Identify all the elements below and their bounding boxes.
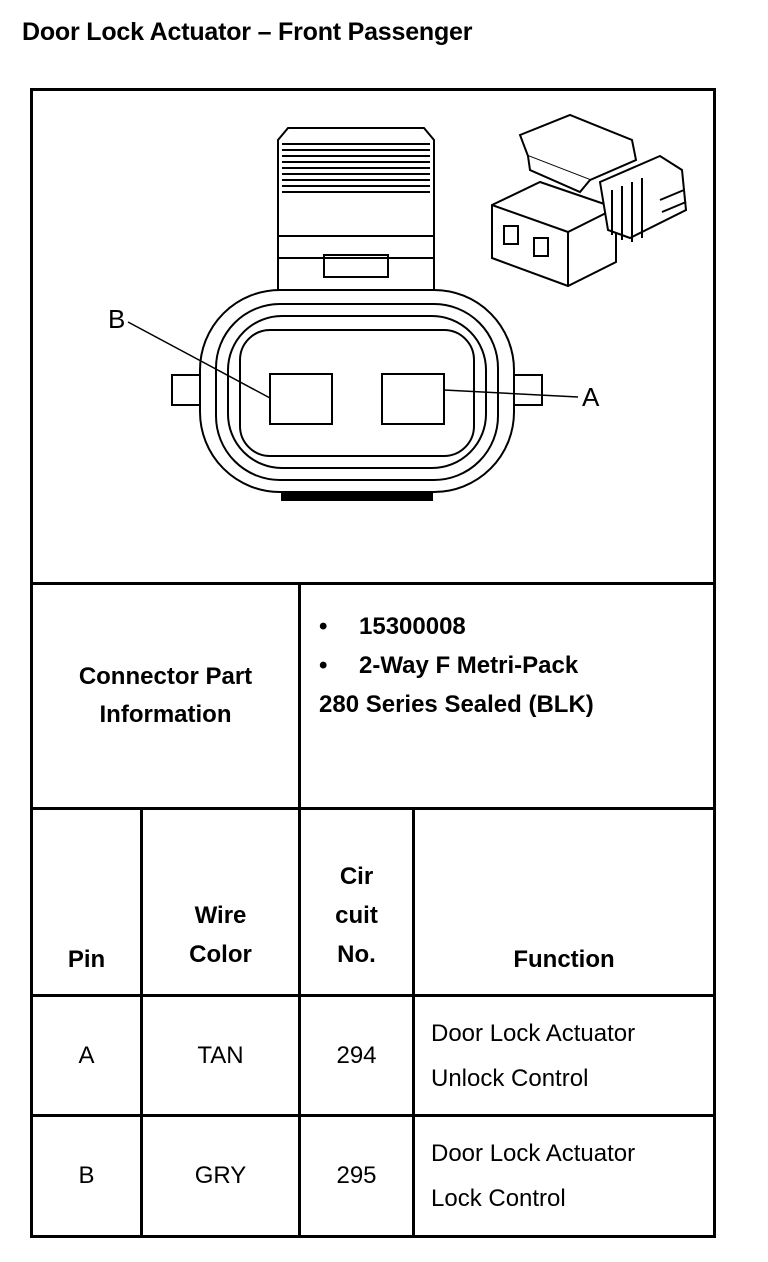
vertical-divider-3: [412, 807, 415, 1238]
divider-diagram: [30, 582, 716, 585]
vertical-divider-1: [298, 582, 301, 1238]
row-a-pin: A: [33, 997, 140, 1114]
table-cell: TAN: [197, 1041, 244, 1069]
row-a-wire-color: TAN: [143, 997, 298, 1114]
page-title: Door Lock Actuator – Front Passenger: [22, 18, 473, 46]
header-circuit-no: Cir cuit No.: [301, 810, 412, 994]
connector-diagram: B A: [108, 113, 688, 501]
table-cell: A: [78, 1041, 95, 1069]
header-wire-line1: Wire: [194, 902, 247, 929]
bullet-icon: •: [319, 652, 328, 679]
pin-label-a: A: [582, 382, 600, 412]
part-number: 15300008: [359, 613, 466, 640]
table-cell: 294: [336, 1041, 377, 1069]
connector-info-label-line1: Connector Part: [78, 663, 253, 690]
terminal-cavity-a: [381, 373, 445, 425]
connector-type: 2-Way F Metri-Pack: [359, 652, 579, 679]
divider-header: [30, 994, 716, 997]
table-cell: Door Lock Actuator: [431, 1140, 636, 1167]
row-a-circuit: 294: [301, 997, 412, 1114]
header-pin-label: Pin: [67, 946, 106, 973]
header-pin: Pin: [33, 810, 140, 994]
row-a-function: Door Lock Actuator Unlock Control: [415, 997, 713, 1114]
bullet-item: • 2-Way F Metri-Pack: [319, 646, 713, 685]
table-cell: Door Lock Actuator: [431, 1019, 636, 1047]
connector-housing-outer: [199, 289, 515, 493]
latch-tab: [277, 127, 435, 291]
row-b-pin: B: [33, 1117, 140, 1235]
header-wire-color: Wire Color: [143, 810, 298, 994]
row-b-wire-color: GRY: [143, 1117, 298, 1235]
header-function-label: Function: [513, 946, 615, 973]
table-cell: B: [78, 1162, 95, 1189]
vertical-divider-2: [140, 807, 143, 1238]
connector-iso-view: [491, 113, 688, 288]
connector-table-frame: [30, 88, 716, 1238]
header-circuit-line2: cuit: [335, 902, 378, 929]
bullet-item: • 15300008: [319, 607, 713, 646]
table-cell: 295: [336, 1162, 377, 1189]
table-cell: Unlock Control: [431, 1064, 589, 1092]
connector-info-values: • 15300008 • 2-Way F Metri-Pack 280 Seri…: [301, 585, 713, 807]
table-cell: Lock Control: [431, 1185, 566, 1212]
divider-info: [30, 807, 716, 810]
connector-info-label-line2: Information: [99, 701, 232, 728]
divider-row-a: [30, 1114, 716, 1117]
row-b-function: Door Lock Actuator Lock Control: [415, 1117, 713, 1235]
terminal-cavity-b: [269, 373, 333, 425]
pin-label-b: B: [108, 304, 125, 334]
connector-series: 280 Series Sealed (BLK): [319, 691, 594, 718]
header-function: Function: [415, 810, 713, 994]
header-circuit-line3: No.: [337, 941, 376, 968]
bullet-icon: •: [319, 613, 328, 640]
table-cell: GRY: [194, 1162, 247, 1189]
header-wire-line2: Color: [189, 941, 252, 968]
header-circuit-line1: Cir: [339, 863, 374, 890]
row-b-circuit: 295: [301, 1117, 412, 1235]
connector-info-label: Connector Part Information: [33, 585, 298, 807]
